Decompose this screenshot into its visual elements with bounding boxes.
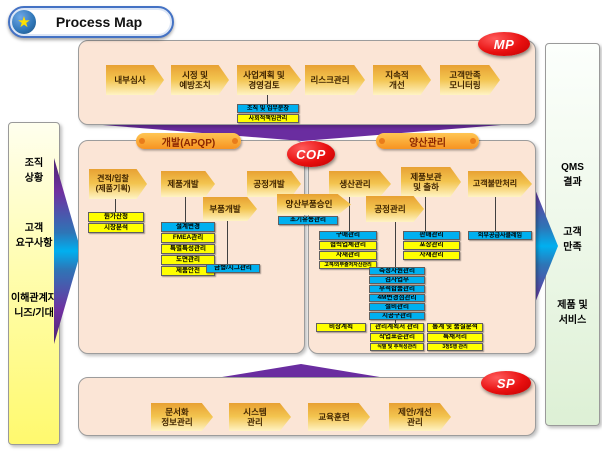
prod-arrow-storage-shipping: 제품보관 및 출하 [401, 167, 461, 197]
connector-line [267, 95, 268, 105]
box-measurement-resources: 측정자원관리 [369, 267, 425, 275]
box-purchasing: 구매관리 [319, 231, 377, 240]
box-special-characteristics: 특별특성관리 [161, 244, 215, 254]
badge-mp: MP [478, 32, 530, 56]
input-flow-arrow-icon [54, 158, 81, 344]
box-nonconforming-product: 부적합품관리 [369, 285, 425, 293]
mp-panel: 내부심사 시정 및 예방조치 사업계획 및 경영검토 리스크관리 지속적 개선 … [78, 40, 536, 125]
connector-line [495, 197, 496, 231]
box-work-standard-management: 작업표준관리 [370, 333, 424, 342]
box-control-plan-management: 관리계획서 관리 [370, 323, 424, 332]
left-context-bar: 조직 상황 고객 요구사항 이해관계자 니즈/기대 [8, 122, 60, 445]
connector-line [115, 199, 116, 212]
box-3jung-5haeng: 3정5행 관리 [427, 343, 483, 351]
mp-arrow-continuous-improvement: 지속적 개선 [373, 65, 431, 95]
box-external-supplier-claim: 외부공급사클레임 [468, 231, 532, 240]
mp-arrow-corrective-preventive: 시정 및 예방조치 [171, 65, 229, 95]
label-customer-satisfaction: 고객 만족 [563, 227, 582, 253]
box-drawing-management: 도면관리 [161, 255, 215, 265]
box-org-duty-assignment: 조직 및 업무분장 [237, 104, 299, 113]
badge-cop: COP [287, 141, 335, 167]
right-results-bar: QMS 결과 고객 만족 제품 및 서비스 [545, 43, 600, 426]
header-mass-production: 양산관리 [376, 133, 479, 149]
box-mold-jig-management: 금형/지그관리 [206, 264, 260, 273]
label-organization-context: 조직 상황 [24, 158, 44, 184]
box-identification-traceability: 식별 및 추적성관리 [370, 343, 424, 351]
box-packaging-management: 포장관리 [403, 241, 460, 250]
box-cost-estimation: 원가산정 [88, 212, 144, 222]
development-apqp-panel: 개발(APQP) 견적/입찰 (제품기획) 제품개발 공정개발 부품개발 원가산… [78, 133, 305, 354]
sp-to-cop-triangle-icon [216, 364, 386, 378]
box-tooling-management: 치공구관리 [369, 312, 425, 320]
box-inspection-work: 검사업무 [369, 276, 425, 284]
connector-line [185, 197, 186, 222]
mp-arrow-risk-management: 리스크관리 [305, 65, 365, 95]
box-design-change: 설계변경 [161, 222, 215, 232]
dev-arrow-process-development: 공정개발 [247, 171, 301, 197]
box-concession-handling: 특채처리 [427, 333, 483, 342]
sp-arrow-education-training: 교육훈련 [308, 403, 370, 431]
label-products-services: 제품 및 서비스 [557, 300, 588, 326]
box-social-responsibility: 사회적책임관리 [237, 114, 299, 123]
box-contingency-plan: 비상계획 [316, 323, 366, 332]
connector-line [349, 197, 350, 231]
header-development-apqp: 개발(APQP) [136, 133, 241, 149]
dev-arrow-part-development: 부품개발 [203, 197, 257, 221]
sp-panel: 문서화 정보관리 시스템 관리 교육훈련 제안/개선 관리 [78, 377, 536, 436]
connector-line [227, 221, 228, 264]
mp-arrow-internal-audit: 내부심사 [106, 65, 164, 95]
sp-arrow-documented-information: 문서화 정보관리 [151, 403, 213, 431]
box-fmea-management: FMEA관리 [161, 233, 215, 243]
prod-arrow-customer-complaint: 고객불만처리 [468, 171, 532, 197]
page-title-pill: ★ Process Map [8, 6, 174, 38]
sp-arrow-suggestion-improvement: 제안/개선 관리 [389, 403, 451, 431]
prod-arrow-process-control: 공정관리 [366, 196, 424, 222]
connector-line [425, 197, 426, 231]
prod-arrow-production-management: 생산관리 [329, 171, 391, 197]
dev-arrow-quotation-bid: 견적/입찰 (제품기획) [89, 169, 147, 199]
dev-arrow-production-part-approval: 양산부품승인 [277, 194, 351, 215]
mass-production-panel: 양산관리 생산관리 제품보관 및 출하 고객불만처리 공정관리 구매관리 협력업… [308, 133, 536, 354]
sp-arrow-system-management: 시스템 관리 [229, 403, 291, 431]
mp-arrow-customer-satisfaction-monitoring: 고객만족 모니터링 [440, 65, 500, 95]
label-qms-results: QMS 결과 [561, 162, 584, 188]
box-material-management: 자재관리 [319, 251, 377, 260]
box-customer-external-asset: 고객/외부출처자산관리 [319, 261, 377, 269]
label-stakeholder-needs: 이해관계자 니즈/기대 [11, 293, 57, 319]
mp-arrow-business-plan-review: 사업계획 및 경영검토 [237, 65, 301, 95]
box-material-management-2: 자재관리 [403, 251, 460, 260]
dev-arrow-product-development: 제품개발 [161, 171, 215, 197]
box-sales-management: 판매관리 [403, 231, 460, 240]
connector-line [395, 222, 396, 267]
connector-line [395, 320, 396, 323]
box-4m-change-point: 4M변경점관리 [369, 294, 425, 302]
star-icon: ★ [12, 10, 36, 34]
box-initial-flow-management: 초기유동관리 [278, 216, 338, 225]
box-equipment-management: 설비관리 [369, 303, 425, 311]
box-supplier-management: 협력업체관리 [319, 241, 377, 250]
badge-sp: SP [481, 371, 531, 395]
box-statistics-quality-analysis: 통계 및 품질분석 [427, 323, 483, 332]
page-title: Process Map [55, 14, 143, 30]
label-customer-requirements: 고객 요구사항 [15, 223, 53, 249]
box-market-analysis: 시장분석 [88, 223, 144, 233]
